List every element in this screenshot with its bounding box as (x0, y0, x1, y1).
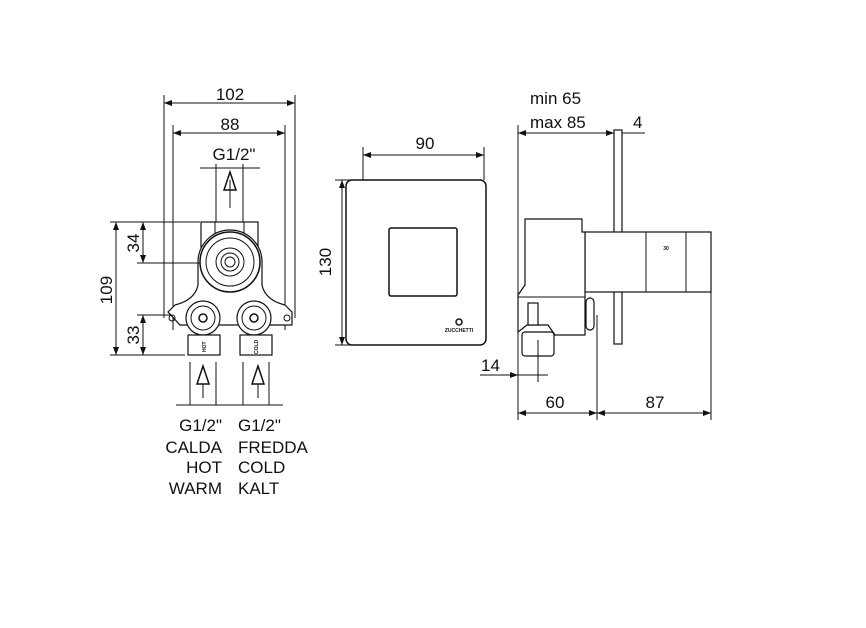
handle-side (584, 231, 712, 293)
outlet-arrow-icon (222, 169, 238, 191)
label-plate-thickness: 4 (633, 113, 642, 132)
body-front-view: HOT COLD (110, 95, 296, 406)
cold-marking: COLD (254, 339, 260, 354)
label-height-33: 33 (124, 326, 143, 345)
hot-thread: G1/2" (179, 416, 222, 435)
cold-thread: G1/2" (238, 416, 281, 435)
cover-plate-front-view: ZUCCHETTI (335, 147, 487, 346)
label-projection-87: 87 (646, 393, 665, 412)
label-height-109: 109 (97, 276, 116, 304)
brand-logo-icon (455, 318, 463, 326)
label-width-102: 102 (216, 85, 244, 104)
control-square (388, 227, 458, 297)
side-view: 30 (480, 125, 712, 420)
label-depth-60: 60 (546, 393, 565, 412)
brand-logo: ZUCCHETTI (445, 328, 474, 334)
cold-label-en: COLD (238, 458, 285, 477)
label-depth-max: max 85 (530, 113, 586, 132)
label-width-88: 88 (221, 115, 240, 134)
label-depth-min: min 65 (530, 89, 581, 108)
hot-label-de: WARM (169, 479, 222, 498)
cold-label-it: FREDDA (238, 438, 309, 457)
cold-label-de: KALT (238, 479, 279, 498)
cold-inlet-arrow-icon (250, 363, 266, 385)
hot-label-en: HOT (186, 458, 222, 477)
label-outlet-thread: G1/2" (213, 145, 256, 164)
label-offset-14: 14 (481, 356, 500, 375)
hot-marking: HOT (202, 341, 208, 352)
label-height-130: 130 (316, 248, 335, 276)
label-height-34: 34 (124, 234, 143, 253)
label-width-90: 90 (416, 134, 435, 153)
hot-inlet-arrow-icon (195, 363, 211, 385)
handle-marking: 30 (663, 246, 669, 252)
hot-label-it: CALDA (165, 438, 222, 457)
inlet-legend: G1/2" CALDA HOT WARM G1/2" FREDDA COLD K… (165, 416, 308, 498)
